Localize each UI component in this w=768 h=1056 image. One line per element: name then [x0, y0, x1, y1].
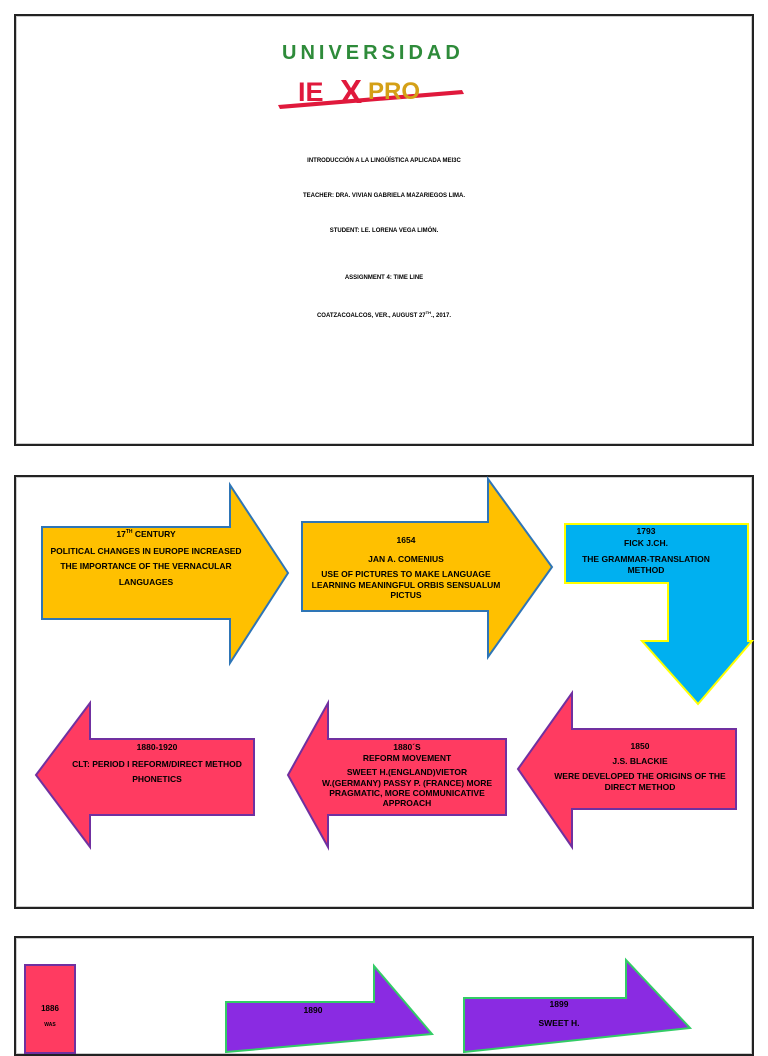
logo-x: X — [340, 73, 362, 110]
timeline-arrow-1899: 1899 SWEET H. — [462, 957, 693, 1054]
timeline-page-2: 1886 WAS 1890 1899 SWEET H. — [14, 936, 754, 1056]
timeline-arrow-1880-1920: 1880-1920 CLT: PERIOD I REFORM/DIRECT ME… — [34, 700, 258, 851]
course-title: INTRODUCCIÓN A LA LINGÜÍSTICA APLICADA M… — [307, 158, 461, 164]
logo-ie: IE — [298, 77, 324, 107]
logo-top-text: UNIVERSIDAD — [282, 42, 464, 64]
place-date-line: COATZACOALCOS, VER., AUGUST 27TH., 2017. — [316, 310, 452, 319]
timeline-arrow-1890: 1890 — [224, 963, 435, 1054]
timeline-arrow-17th-century: 17TH CENTURY POLITICAL CHANGES IN EUROPE… — [40, 481, 290, 668]
timeline-arrow-1850: 1850 J.S. BLACKIE WERE DEVELOPED THE ORI… — [516, 689, 740, 851]
timeline-arrow-1880s: 1880´S REFORM MOVEMENT SWEET H.(ENGLAND)… — [286, 699, 510, 851]
timeline-box-1886: 1886 WAS — [24, 964, 78, 1054]
timeline-page: 17TH CENTURY POLITICAL CHANGES IN EUROPE… — [14, 475, 755, 909]
timeline-arrow-1654: 1654 JAN A. COMENIUS USE OF PICTURES TO … — [300, 475, 556, 662]
logo-pro: PRO — [368, 78, 420, 105]
timeline-arrow-1793: 1793 FICK J.CH. THE GRAMMAR-TRANSLATION … — [562, 521, 755, 707]
student-line: STUDENT: LE. LORENA VEGA LIMÓN. — [329, 228, 439, 234]
teacher-line: TEACHER: DRA. VIVIAN GABRIELA MAZARIEGOS… — [302, 193, 466, 199]
cover-page: UNIVERSIDAD IE X PRO INTRODUCCIÓN A LA L… — [14, 14, 754, 446]
logo-bottom-mark: IE X PRO — [278, 73, 464, 110]
university-logo: UNIVERSIDAD IE X PRO — [278, 42, 468, 112]
assignment-line: ASSIGNMENT 4: TIME LINE — [344, 275, 424, 281]
